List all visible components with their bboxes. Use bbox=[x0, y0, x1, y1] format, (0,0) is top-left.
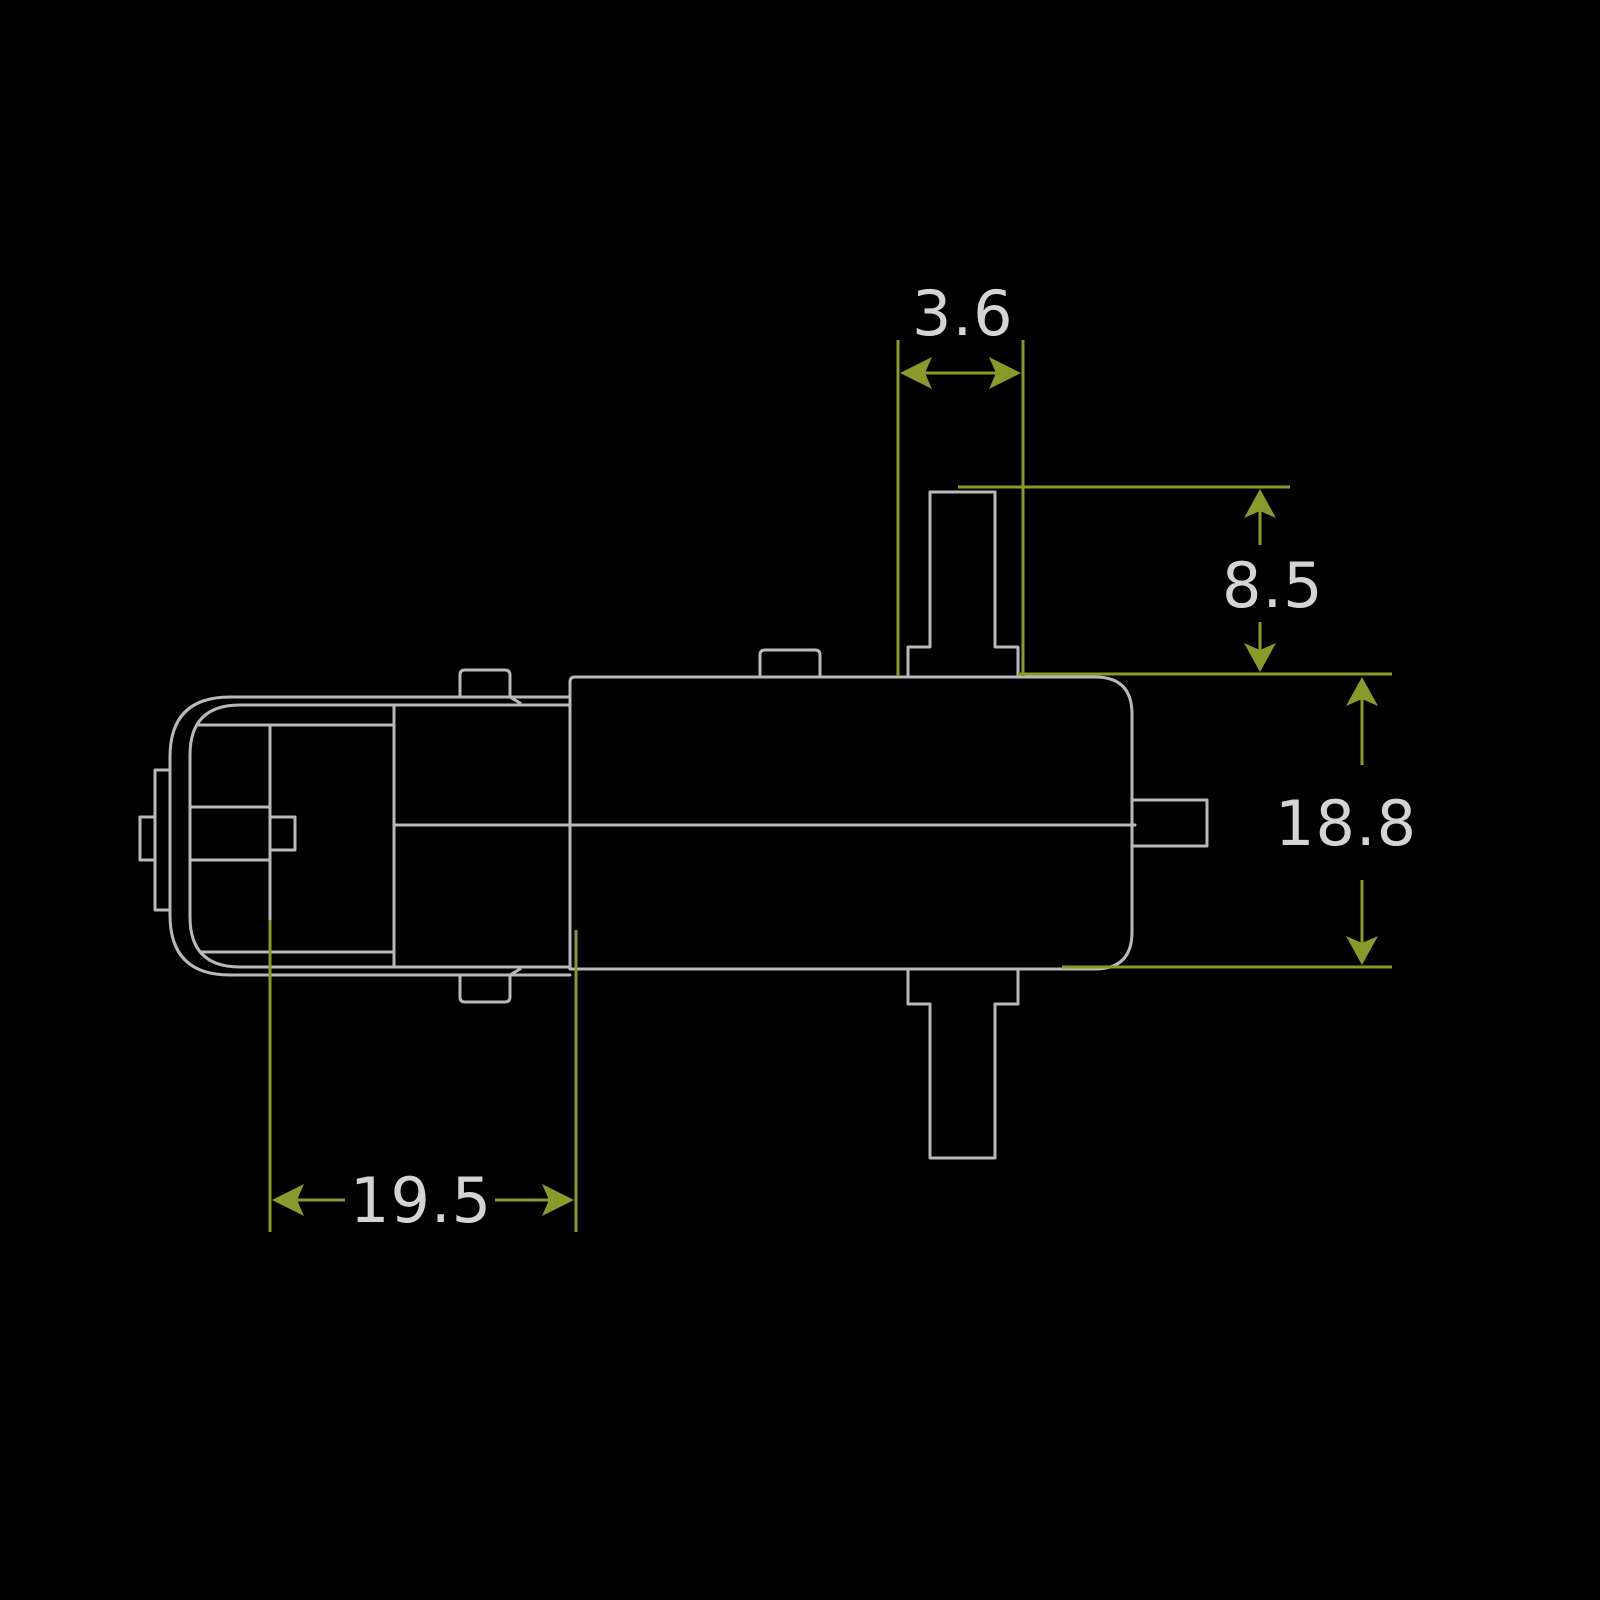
dimension-label-shaft-width: 3.6 bbox=[912, 277, 1014, 350]
output-shaft-bottom bbox=[906, 967, 1020, 1160]
dimension-body-height bbox=[1062, 677, 1392, 969]
dimension-label-body-height: 18.8 bbox=[1275, 787, 1418, 860]
rear-shaft bbox=[1130, 798, 1209, 848]
brush-holder bbox=[188, 805, 272, 862]
gearbox-top-tab bbox=[758, 648, 822, 679]
dimension-label-shaft-length: 8.5 bbox=[1222, 549, 1324, 622]
dimension-shaft-width bbox=[896, 340, 1025, 676]
motor-shaft-stub bbox=[268, 815, 297, 852]
mid-housing bbox=[392, 703, 572, 969]
rear-tab-outer bbox=[153, 768, 172, 912]
motor-can-inner bbox=[188, 703, 397, 969]
mount-tab-bottom-left bbox=[458, 967, 522, 1004]
rear-tab-inner bbox=[138, 815, 157, 862]
dimension-shaft-length bbox=[958, 485, 1392, 676]
output-shaft-top bbox=[906, 490, 1020, 679]
mount-tab-top-left bbox=[458, 668, 522, 705]
gearbox-body bbox=[568, 675, 1134, 971]
motor-can-outer bbox=[168, 695, 572, 977]
dimension-annotations bbox=[268, 340, 1392, 1232]
motor-outline bbox=[138, 490, 1209, 1160]
dimension-label-motor-offset: 19.5 bbox=[350, 1164, 493, 1237]
dimension-motor-offset bbox=[268, 920, 578, 1232]
